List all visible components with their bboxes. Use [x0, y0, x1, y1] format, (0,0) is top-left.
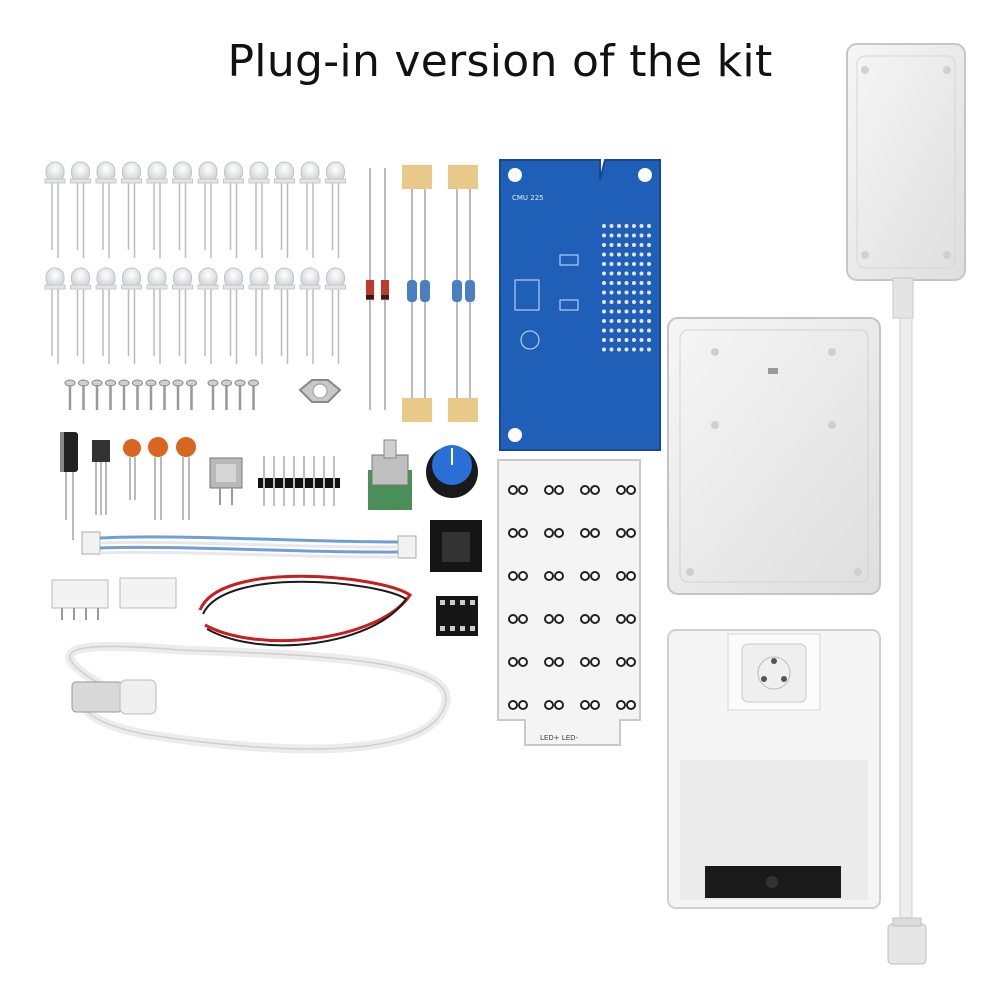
- enclosure-base: [667, 629, 881, 909]
- diode-pair: [366, 168, 389, 410]
- small-components: [60, 432, 196, 540]
- slide-switch: [209, 457, 243, 505]
- usb-cable: [65, 641, 451, 754]
- power-wire: [198, 574, 413, 647]
- enclosure-lid: [667, 317, 881, 595]
- led-row-bottom: [44, 267, 346, 364]
- hex-nut: [298, 379, 342, 403]
- led-board: LED+ LED-: [497, 459, 641, 746]
- led-row-top: [44, 161, 346, 258]
- resistor-strip: [402, 165, 478, 422]
- pin-header: [258, 456, 340, 506]
- blue-pcb: CMU 225: [499, 159, 661, 451]
- knob-icon: [426, 445, 478, 498]
- ic-chip: [430, 520, 482, 636]
- lamp-arm: [846, 43, 966, 965]
- potentiometer: [368, 439, 412, 510]
- screw-row: [64, 379, 259, 410]
- page-title: Plug-in version of the kit: [227, 36, 773, 87]
- led-board-silkscreen: LED+ LED-: [540, 734, 579, 742]
- pcb-silkscreen-label: CMU 225: [512, 194, 544, 202]
- ribbon-cable: [81, 531, 417, 559]
- connectors: [51, 577, 177, 620]
